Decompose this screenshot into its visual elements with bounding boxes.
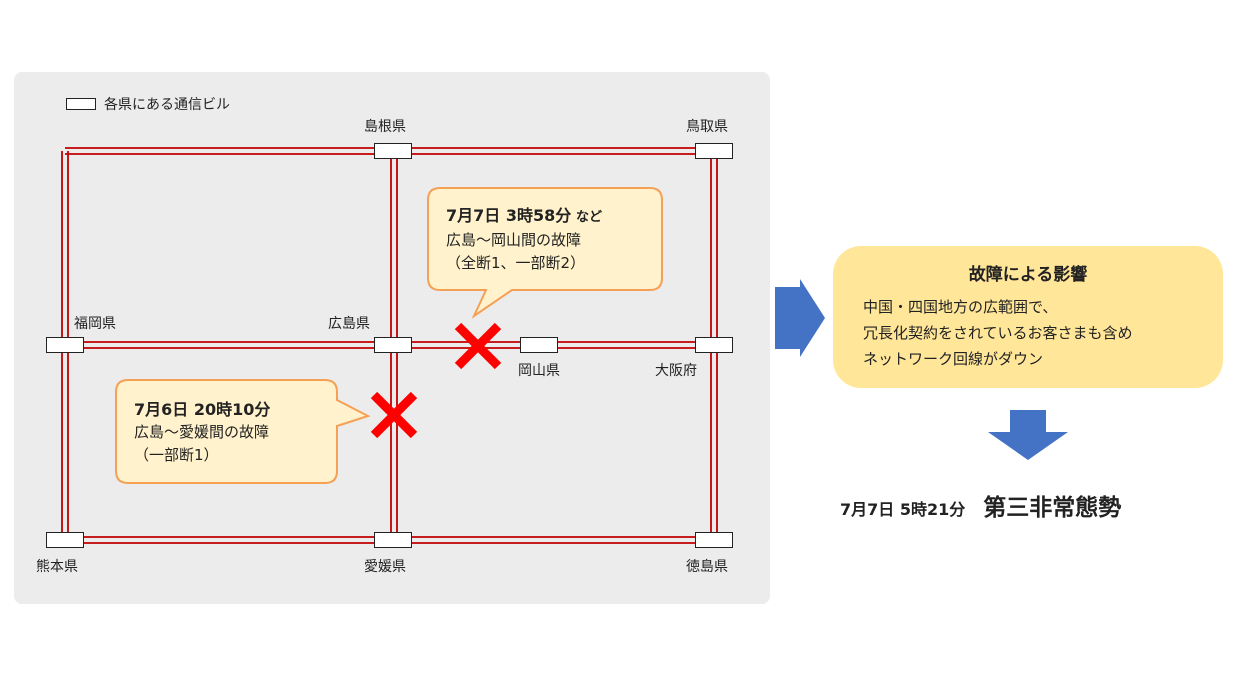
building-fukuoka bbox=[46, 337, 84, 353]
building-okayama bbox=[520, 337, 558, 353]
callout-ehime-text: 7月6日 20時10分 広島～愛媛間の故障 （一部断1） bbox=[134, 398, 270, 467]
label-ehime: 愛媛県 bbox=[364, 559, 406, 575]
label-tottori: 鳥取県 bbox=[686, 119, 728, 135]
callout-okayama-line1: 広島～岡山間の故障 bbox=[446, 231, 582, 249]
label-tokushima: 徳島県 bbox=[686, 559, 728, 575]
building-hiroshima bbox=[374, 337, 412, 353]
label-kumamoto: 熊本県 bbox=[36, 559, 78, 575]
final-status-label: 第三非常態勢 bbox=[983, 495, 1122, 521]
building-kumamoto bbox=[46, 532, 84, 548]
arrow-icon bbox=[988, 410, 1068, 460]
building-tottori bbox=[695, 143, 733, 159]
impact-line3: ネットワーク回線がダウン bbox=[863, 350, 1044, 368]
callout-ehime-heading: 7月6日 20時10分 bbox=[134, 400, 271, 419]
impact-box: 故障による影響 中国・四国地方の広範囲で、 冗長化契約をされているお客さまも含め… bbox=[833, 246, 1223, 388]
arrow-icon bbox=[775, 279, 825, 357]
final-time: 7月7日 5時21分 bbox=[840, 500, 966, 519]
label-hiroshima: 広島県 bbox=[328, 316, 370, 332]
building-shimane bbox=[374, 143, 412, 159]
building-osaka bbox=[695, 337, 733, 353]
legend: 各県にある通信ビル bbox=[66, 94, 230, 114]
impact-line2: 冗長化契約をされているお客さまも含め bbox=[863, 324, 1133, 342]
callout-okayama-line2: （全断1、一部断2） bbox=[446, 254, 586, 272]
impact-title: 故障による影響 bbox=[968, 265, 1088, 285]
building-tokushima bbox=[695, 532, 733, 548]
callout-okayama-text: 7月7日 3時58分 など 広島～岡山間の故障 （全断1、一部断2） bbox=[446, 204, 602, 275]
impact-body: 中国・四国地方の広範囲で、 冗長化契約をされているお客さまも含め ネットワーク回… bbox=[863, 294, 1133, 372]
label-shimane: 島根県 bbox=[364, 119, 406, 135]
callout-ehime-line2: （一部断1） bbox=[134, 446, 219, 464]
label-fukuoka: 福岡県 bbox=[74, 316, 116, 332]
callout-okayama-suffix: など bbox=[576, 210, 603, 225]
final-status: 7月7日 5時21分 第三非常態勢 bbox=[840, 488, 1121, 522]
callout-ehime-line1: 広島～愛媛間の故障 bbox=[134, 423, 270, 441]
callout-ehime-bubble bbox=[115, 379, 371, 484]
building-ehime bbox=[374, 532, 412, 548]
label-okayama: 岡山県 bbox=[518, 363, 560, 379]
building-legend-icon bbox=[66, 98, 96, 110]
legend-label: 各県にある通信ビル bbox=[104, 97, 230, 113]
label-osaka: 大阪府 bbox=[655, 363, 697, 379]
x-mark-icon bbox=[370, 391, 418, 439]
x-mark-icon bbox=[454, 322, 502, 370]
callout-okayama-bubble bbox=[427, 187, 663, 319]
impact-line1: 中国・四国地方の広範囲で、 bbox=[863, 298, 1058, 316]
callout-okayama-heading: 7月7日 3時58分 bbox=[446, 206, 572, 225]
